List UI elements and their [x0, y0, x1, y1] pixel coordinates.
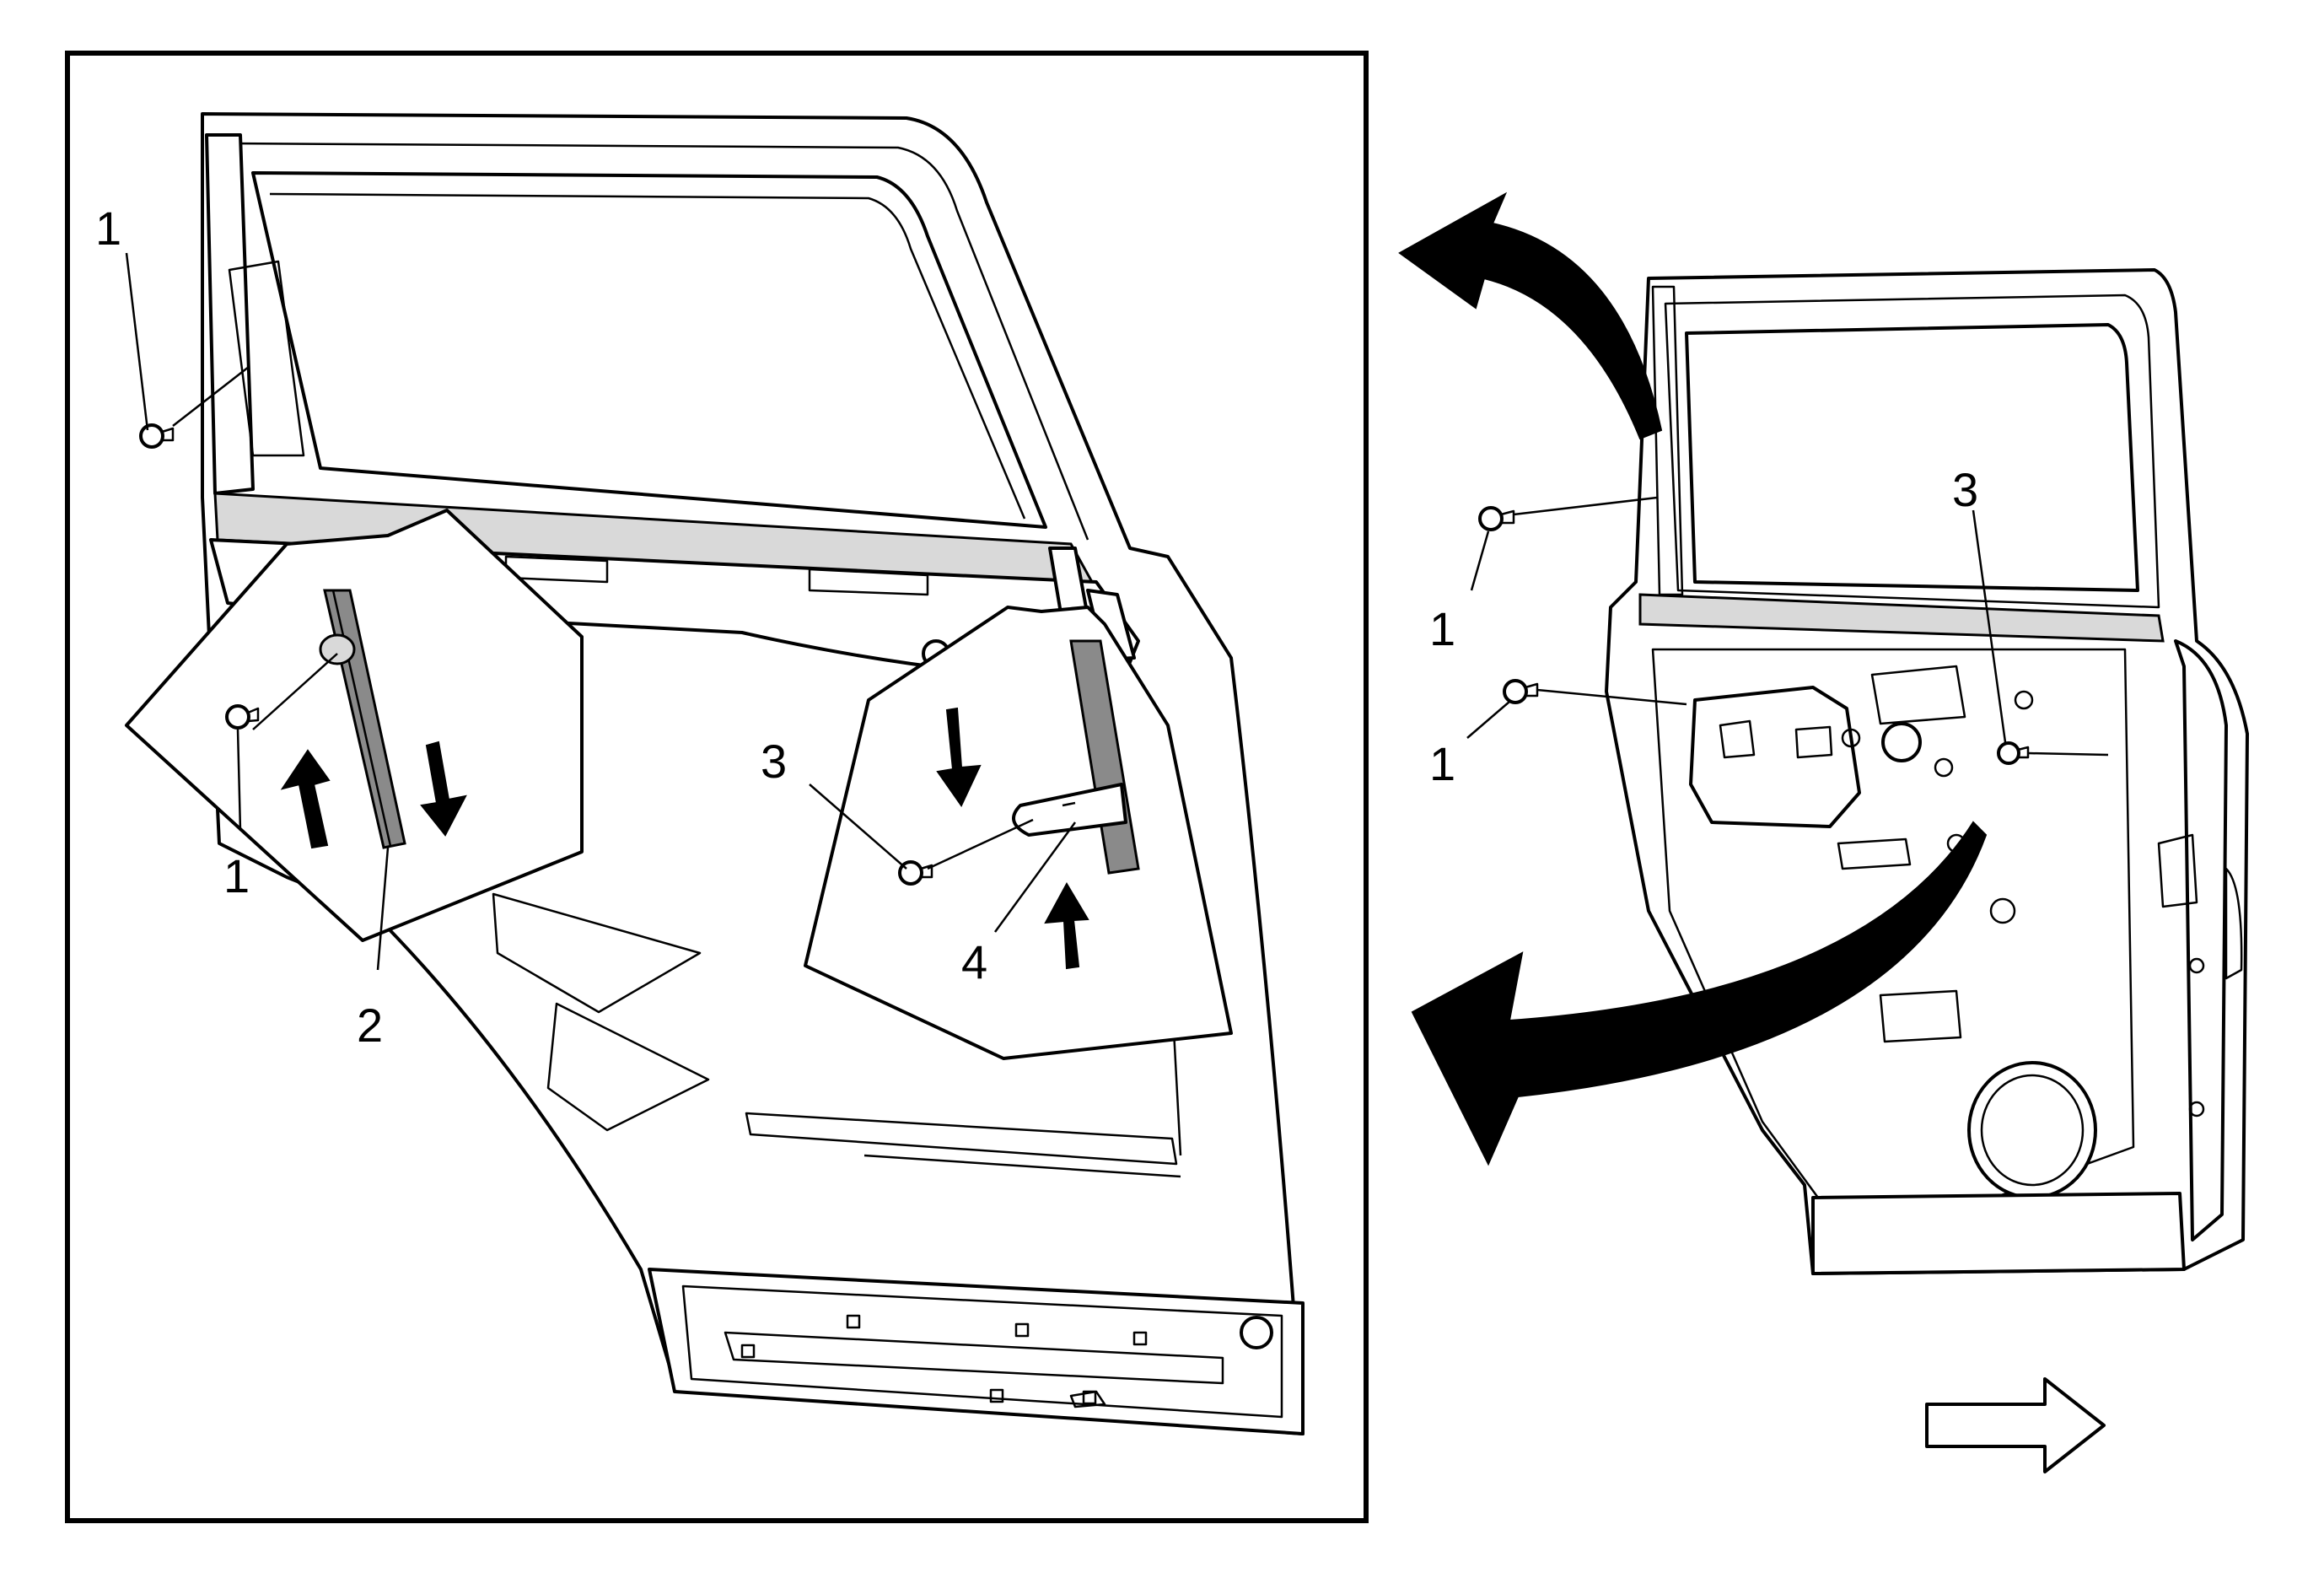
bolt-icon	[225, 704, 260, 730]
callout-label-1-upper: 1	[95, 202, 121, 255]
bolt-icon	[139, 423, 175, 449]
bolt-icon	[1503, 679, 1539, 704]
left-detail-callout	[125, 509, 584, 942]
right-detail-callout	[804, 606, 1233, 1060]
arrow-down-icon	[420, 741, 467, 837]
outline-right-arrow-icon	[1925, 1377, 2106, 1473]
callout-label-3: 3	[761, 735, 787, 788]
curved-arrow-icon	[1398, 191, 1663, 440]
callout-label-1-upper-right: 1	[1429, 602, 1455, 655]
callout-label-3-right: 3	[1952, 463, 1978, 516]
left-view-frame	[65, 51, 1369, 1523]
arrow-down-icon	[936, 707, 982, 807]
right-door-assembly	[1605, 268, 2249, 1275]
bolt-icon	[1478, 506, 1515, 531]
grommet-part	[319, 633, 356, 665]
curved-arrow-icon	[1411, 821, 1988, 1166]
arrow-up-icon	[280, 749, 331, 849]
bolt-icon	[1997, 741, 2030, 765]
callout-label-2: 2	[357, 999, 383, 1052]
callout-label-4: 4	[961, 935, 987, 988]
arrow-up-icon	[1044, 881, 1089, 970]
callout-label-1-lower: 1	[223, 849, 250, 902]
callout-label-1-lower-right: 1	[1429, 737, 1455, 790]
speaker-part	[1967, 1061, 2097, 1199]
